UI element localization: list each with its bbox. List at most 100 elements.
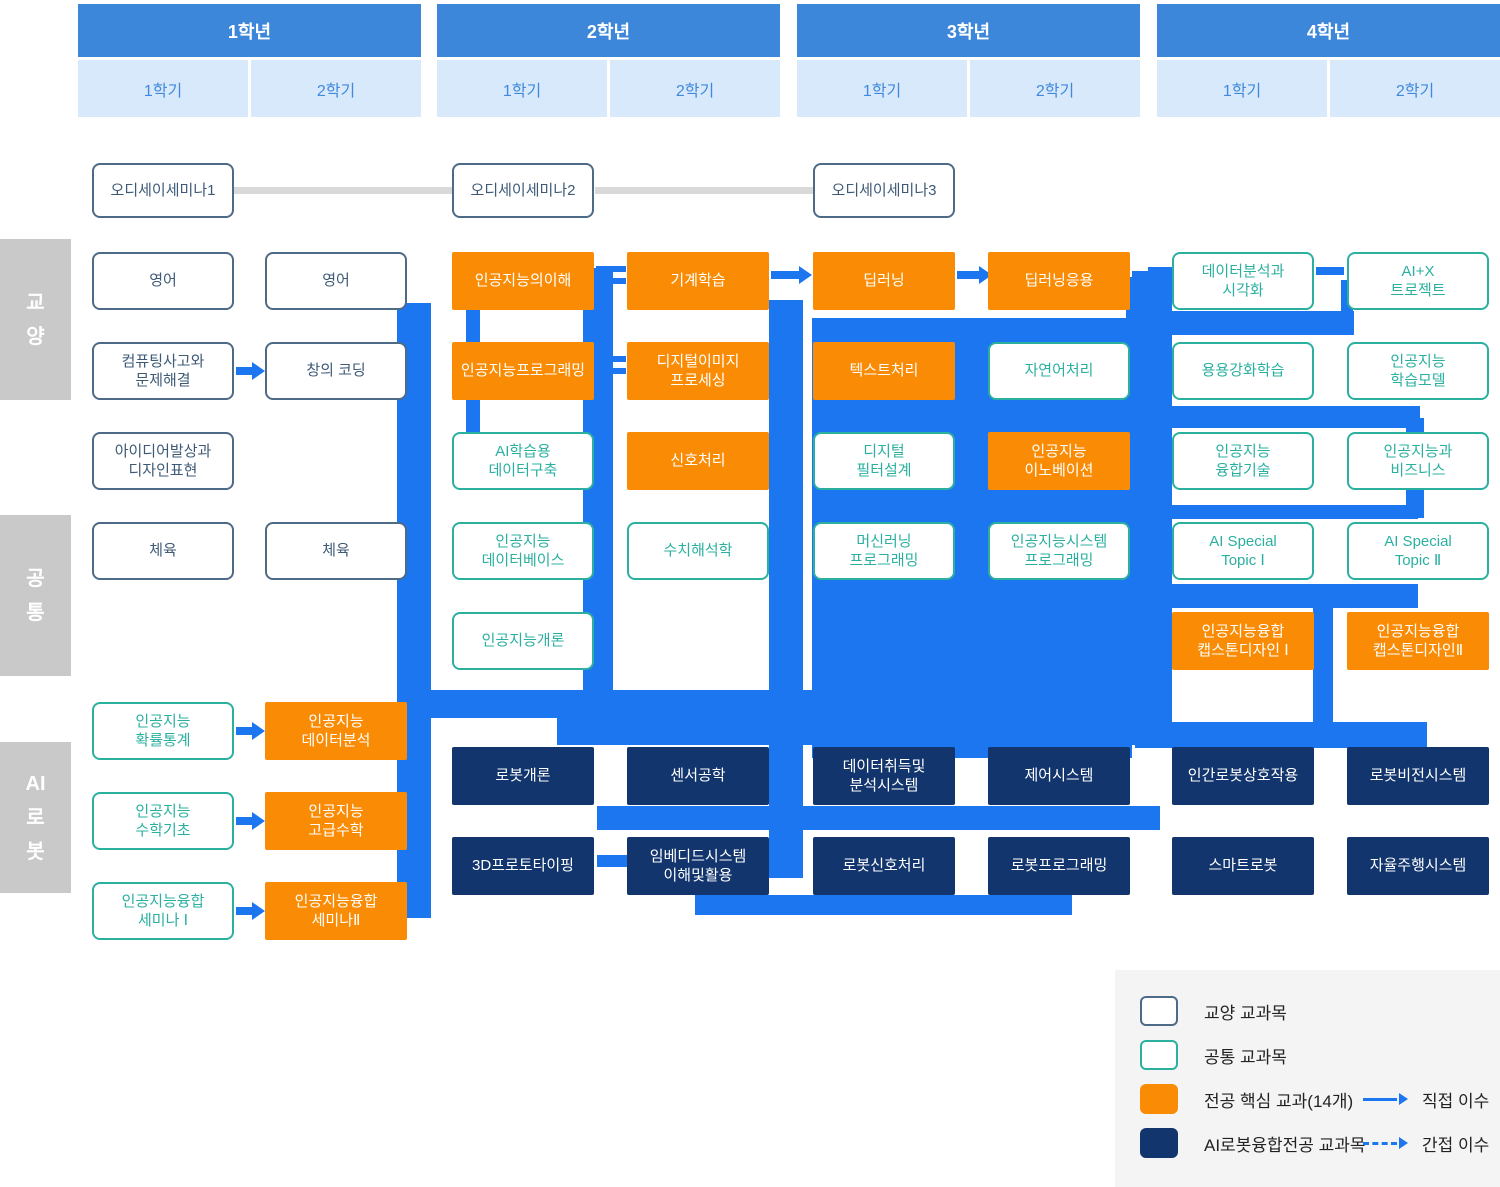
year-header-4: 4학년 1학기 2학기 [1157,4,1500,117]
course-box: 인공지능 융합기술 [1172,432,1314,490]
legend-arrow-direct: 직접 이수 [1363,1089,1490,1111]
semester-label: 2학기 [610,60,780,117]
course-box: 인공지능융합 세미나 Ⅰ [92,882,234,940]
prerequisite-connector [236,907,254,915]
prerequisite-connector [596,266,626,272]
prerequisite-connector [1150,406,1420,428]
robot-swatch [1140,1128,1178,1158]
course-box: 데이터취득및 분석시스템 [813,747,955,805]
course-box: 영어 [92,252,234,310]
course-box: 인공지능 이노베이션 [988,432,1130,490]
core-swatch [1140,1084,1178,1114]
course-box: 아이디어발상과 디자인표현 [92,432,234,490]
seminar-connector-line [595,187,813,194]
seminar-connector-line [234,187,452,194]
course-box: 오디세이세미나1 [92,163,234,218]
prerequisite-connector [1135,722,1427,748]
course-box: 인공지능 수학기초 [92,792,234,850]
semester-label: 2학기 [251,60,421,117]
course-box: 인간로봇상호작용 [1172,747,1314,805]
connector-arrowhead-icon [252,902,265,920]
course-box: 인공지능융합 캡스톤디자인 Ⅰ [1172,612,1314,670]
side-label-liberal: 교 양 [0,239,71,400]
prerequisite-connector [771,271,801,279]
year-header-3: 3학년 1학기 2학기 [797,4,1140,117]
semester-label: 1학기 [1157,60,1327,117]
course-box: 오디세이세미나3 [813,163,955,218]
course-box: 자연어처리 [988,342,1130,400]
course-box: 기계학습 [627,252,769,310]
prerequisite-connector [597,806,1160,830]
semester-label: 1학기 [797,60,967,117]
course-box: 인공지능융합 세미나Ⅱ [265,882,407,940]
course-box: 스마트로봇 [1172,837,1314,895]
course-box: 머신러닝 프로그래밍 [813,522,955,580]
semester-label: 2학기 [1330,60,1500,117]
connector-arrowhead-icon [252,362,265,380]
year-label: 2학년 [437,4,780,57]
year-header-2: 2학년 1학기 2학기 [437,4,780,117]
semester-label: 1학기 [78,60,248,117]
course-box: AI학습용 데이터구축 [452,432,594,490]
prerequisite-connector [1168,311,1354,335]
course-box: 인공지능 데이터분석 [265,702,407,760]
legend-item-robot: AI로봇융합전공 교과목 [1140,1128,1366,1158]
side-label-common: 공 통 [0,515,71,676]
course-box: 용용강화학습 [1172,342,1314,400]
course-box: 3D프로토타이핑 [452,837,594,895]
year-label: 1학년 [78,4,421,57]
prerequisite-connector [1160,505,1418,519]
prerequisite-connector [236,817,254,825]
prerequisite-connector [957,271,981,279]
course-box: 인공지능 데이터베이스 [452,522,594,580]
year-label: 4학년 [1157,4,1500,57]
prerequisite-connector [596,356,626,362]
course-box: AI Special Topic Ⅱ [1347,522,1489,580]
solid-arrow-icon [1363,1097,1397,1101]
legend-arrow-label: 간접 이수 [1422,1135,1490,1155]
course-box: 인공지능시스템 프로그래밍 [988,522,1130,580]
course-box: 신호처리 [627,432,769,490]
connector-arrowhead-icon [799,266,812,284]
course-box: 인공지능과 비즈니스 [1347,432,1489,490]
course-box: 인공지능프로그래밍 [452,342,594,400]
course-box: 로봇신호처리 [813,837,955,895]
course-box: 인공지능융합 캡스톤디자인Ⅱ [1347,612,1489,670]
prerequisite-connector [596,368,626,374]
prerequisite-connector [1313,606,1333,746]
arrowhead-icon [1399,1137,1408,1149]
course-box: 딥러닝응용 [988,252,1130,310]
connector-arrowhead-icon [252,812,265,830]
prerequisite-connector [596,278,626,284]
prerequisite-connector [769,300,803,878]
course-box: 인공지능 확률통계 [92,702,234,760]
legend-item-liberal: 교양 교과목 [1140,996,1287,1026]
prerequisite-connector [597,855,627,867]
prerequisite-connector [412,690,558,718]
year-header-1: 1학년 1학기 2학기 [78,4,421,117]
legend-label: 교양 교과목 [1204,1003,1287,1023]
course-box: 로봇프로그래밍 [988,837,1130,895]
course-box: 텍스트처리 [813,342,955,400]
course-box: 로봇개론 [452,747,594,805]
course-box: 체육 [92,522,234,580]
course-box: 인공지능 학습모델 [1347,342,1489,400]
course-box: 로봇비전시스템 [1347,747,1489,805]
semester-label: 2학기 [970,60,1140,117]
course-box: 데이터분석과 시각화 [1172,252,1314,310]
prerequisite-connector [236,367,254,375]
course-box: 인공지능개론 [452,612,594,670]
course-box: 인공지능의이해 [452,252,594,310]
year-label: 3학년 [797,4,1140,57]
course-box: AI+X 트로젝트 [1347,252,1489,310]
course-box: 디지털이미지 프로세싱 [627,342,769,400]
course-box: 수치해석학 [627,522,769,580]
course-box: 자율주행시스템 [1347,837,1489,895]
course-box: 체육 [265,522,407,580]
legend-arrow-label: 직접 이수 [1422,1091,1490,1111]
course-box: 인공지능 고급수학 [265,792,407,850]
course-box: 디지털 필터설계 [813,432,955,490]
connector-arrowhead-icon [252,722,265,740]
legend-label: 전공 핵심 교과(14개) [1204,1091,1354,1111]
